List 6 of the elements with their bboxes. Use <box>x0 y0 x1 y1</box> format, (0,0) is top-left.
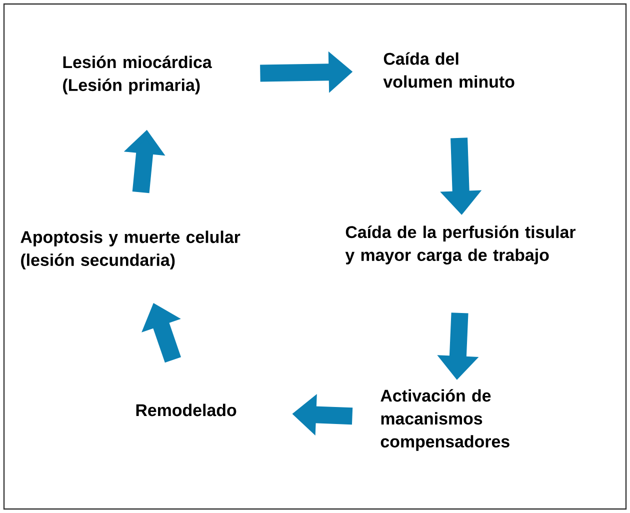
step-label: Apoptosis y muerte celular (lesión secundaria) <box>20 230 240 270</box>
step-label: Lesión miocárdica (Lesión primaria) <box>63 56 212 94</box>
step-label: Remodelado <box>136 404 236 416</box>
step-label: Caída de la perfusión tisular y mayor carga de trabajo <box>345 226 576 264</box>
step-label: Activación de macanismos compensadores <box>380 389 510 451</box>
step-label: Caída del volumen minuto <box>383 52 514 88</box>
